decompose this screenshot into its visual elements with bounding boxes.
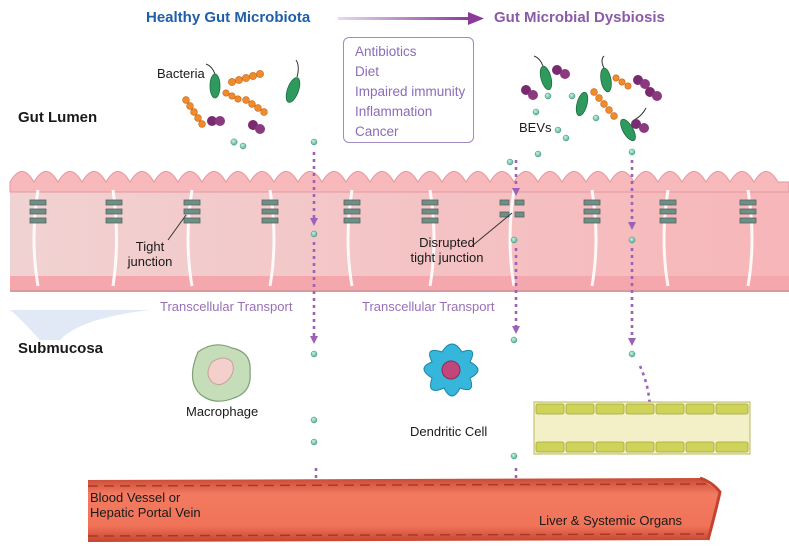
blood-vessel-label-line1: Blood Vessel or bbox=[90, 490, 181, 505]
dysbiosis-factors-box: Antibiotics Diet Impaired immunity Infla… bbox=[343, 37, 474, 143]
tight-junctions bbox=[29, 199, 757, 224]
bevs-label: BEVs bbox=[519, 120, 552, 135]
healthy-microbiota-title: Healthy Gut Microbiota bbox=[146, 9, 311, 26]
disrupted-junction-label-line1: Disrupted bbox=[419, 235, 475, 250]
dysbiosis-bacteria bbox=[521, 55, 662, 142]
blood-vessel-label-line2: Hepatic Portal Vein bbox=[90, 504, 201, 520]
submucosa-label: Submucosa bbox=[18, 340, 104, 357]
transcellular-transport-right: Transcellular Transport bbox=[362, 299, 495, 314]
submucosa-marker bbox=[10, 310, 150, 340]
bacteria-label: Bacteria bbox=[157, 66, 205, 81]
tight-junction-label-line2: junction bbox=[127, 253, 173, 269]
tight-junction-label-line1: Tight bbox=[135, 239, 165, 254]
blood-vessel-label: Blood Vessel or Hepatic Portal Vein bbox=[90, 490, 201, 521]
dendritic-cell-label: Dendritic Cell bbox=[410, 424, 488, 439]
blood-vessel bbox=[87, 476, 722, 542]
disrupted-junction-label: Disrupted tight junction bbox=[402, 235, 492, 266]
lymphatic-vessel bbox=[533, 401, 751, 455]
dysbiosis-title: Gut Microbial Dysbiosis bbox=[494, 9, 665, 26]
gut-lumen-label: Gut Lumen bbox=[18, 109, 98, 126]
factor-diet: Diet bbox=[355, 64, 380, 79]
factor-inflammation: Inflammation bbox=[355, 104, 433, 119]
macrophage bbox=[191, 344, 251, 402]
factor-cancer: Cancer bbox=[355, 124, 399, 139]
disrupted-junction-label-line2: tight junction bbox=[410, 249, 484, 265]
factor-antibiotics: Antibiotics bbox=[355, 44, 417, 59]
tight-junction-label: Tight junction bbox=[118, 239, 182, 270]
healthy-to-dysbiosis-arrow bbox=[338, 12, 484, 25]
factor-impaired-immunity: Impaired immunity bbox=[355, 84, 466, 99]
label-leaders bbox=[167, 212, 513, 247]
transcellular-transport-left: Transcellular Transport bbox=[160, 299, 293, 314]
macrophage-label: Macrophage bbox=[186, 404, 259, 419]
epithelium-layer bbox=[9, 171, 789, 292]
liver-systemic-organs-label: Liver & Systemic Organs bbox=[539, 513, 683, 528]
healthy-bacteria bbox=[182, 59, 301, 134]
dendritic-cell bbox=[423, 343, 479, 397]
